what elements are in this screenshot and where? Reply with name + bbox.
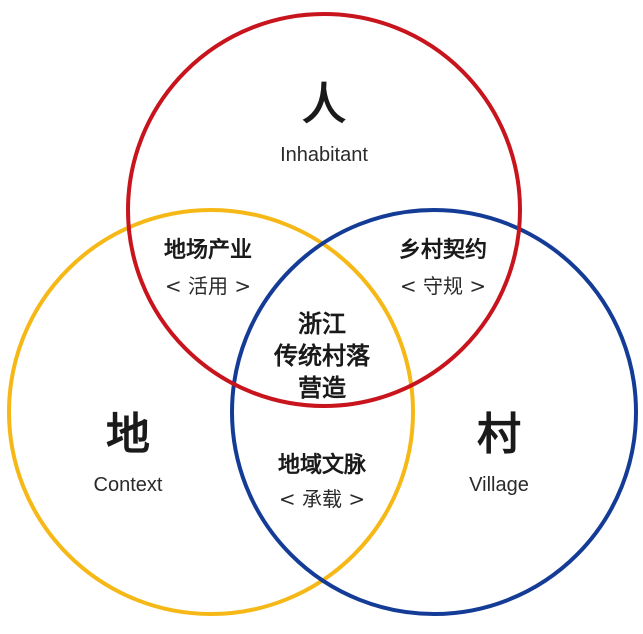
- center-line-3: 营造: [298, 374, 346, 402]
- overlap-inhabitant-context-title: 地场产业: [163, 238, 252, 263]
- overlap-inhabitant-village-title: 乡村契约: [398, 238, 487, 263]
- overlap-inhabitant-context-sub: < 活用 >: [164, 274, 252, 298]
- overlap-context-village-sub: < 承载 >: [278, 487, 366, 511]
- village-english: Village: [469, 474, 529, 496]
- overlap-inhabitant-village-sub: < 守规 >: [399, 274, 487, 298]
- village-char: 村: [477, 409, 521, 460]
- inhabitant-char: 人: [302, 79, 346, 130]
- village-circle: [230, 208, 638, 616]
- center-line-2: 传统村落: [274, 342, 370, 370]
- context-char: 地: [106, 409, 150, 460]
- center-line-1: 浙江: [298, 310, 346, 338]
- context-english: Context: [93, 474, 163, 496]
- inhabitant-english: Inhabitant: [280, 144, 368, 166]
- context-circle: [7, 208, 415, 616]
- inhabitant-circle: [126, 12, 522, 408]
- overlap-context-village-title: 地域文脉: [277, 453, 366, 478]
